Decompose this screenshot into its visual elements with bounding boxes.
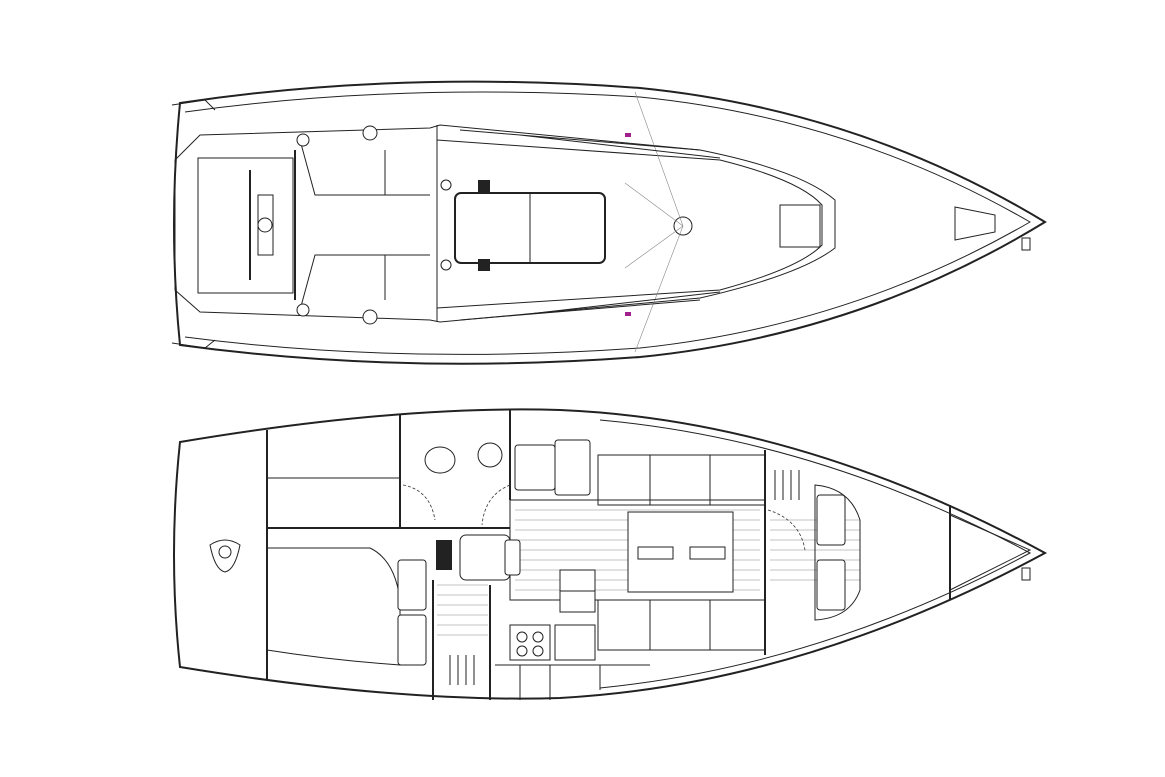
- forepeak: [949, 514, 1032, 591]
- compass: [257, 217, 273, 233]
- head-compartment: [402, 442, 511, 526]
- genoa-tracks: [459, 129, 721, 321]
- washbasin-icon: [477, 442, 503, 468]
- saloon-table: [627, 511, 734, 593]
- clutches: [478, 180, 490, 271]
- forward-cabin: [767, 484, 861, 621]
- bulkheads: [266, 409, 951, 700]
- interior-sheer-line: [599, 419, 1032, 689]
- deck-hull-outline: [173, 80, 1047, 365]
- steering-quadrant: [209, 539, 241, 573]
- accent-block-bottom: [625, 312, 631, 316]
- deck-toerail: [184, 91, 1031, 355]
- helm-area: [197, 157, 294, 294]
- companionway-steps: [449, 470, 800, 685]
- deck-plan: [171, 80, 1047, 365]
- nav-seat: [436, 534, 521, 581]
- bow-anchor-locker: [954, 206, 996, 241]
- cabin-top: [436, 125, 823, 322]
- bow-roller: [1021, 237, 1031, 251]
- shrouds: [624, 91, 684, 353]
- aft-cabin-berth: [266, 547, 401, 666]
- interior-hull-outline: [173, 408, 1048, 700]
- fore-hatch: [779, 204, 821, 248]
- saloon-settees: [514, 439, 766, 651]
- table-leaf-left: [637, 546, 674, 560]
- aft-cabin-cushions: [397, 559, 427, 666]
- deck-cockpit-outline: [174, 124, 836, 323]
- galley: [495, 569, 650, 700]
- winches: [296, 125, 452, 325]
- interior-layout: [173, 408, 1048, 700]
- cockpit-seats: [299, 139, 430, 311]
- toilet-icon: [424, 446, 456, 474]
- interior-bow-roller: [1021, 567, 1031, 581]
- table-leaf-right: [689, 546, 726, 560]
- pulpit-stern: [171, 99, 216, 349]
- stove-icon: [509, 624, 551, 661]
- accent-block-top: [625, 133, 631, 137]
